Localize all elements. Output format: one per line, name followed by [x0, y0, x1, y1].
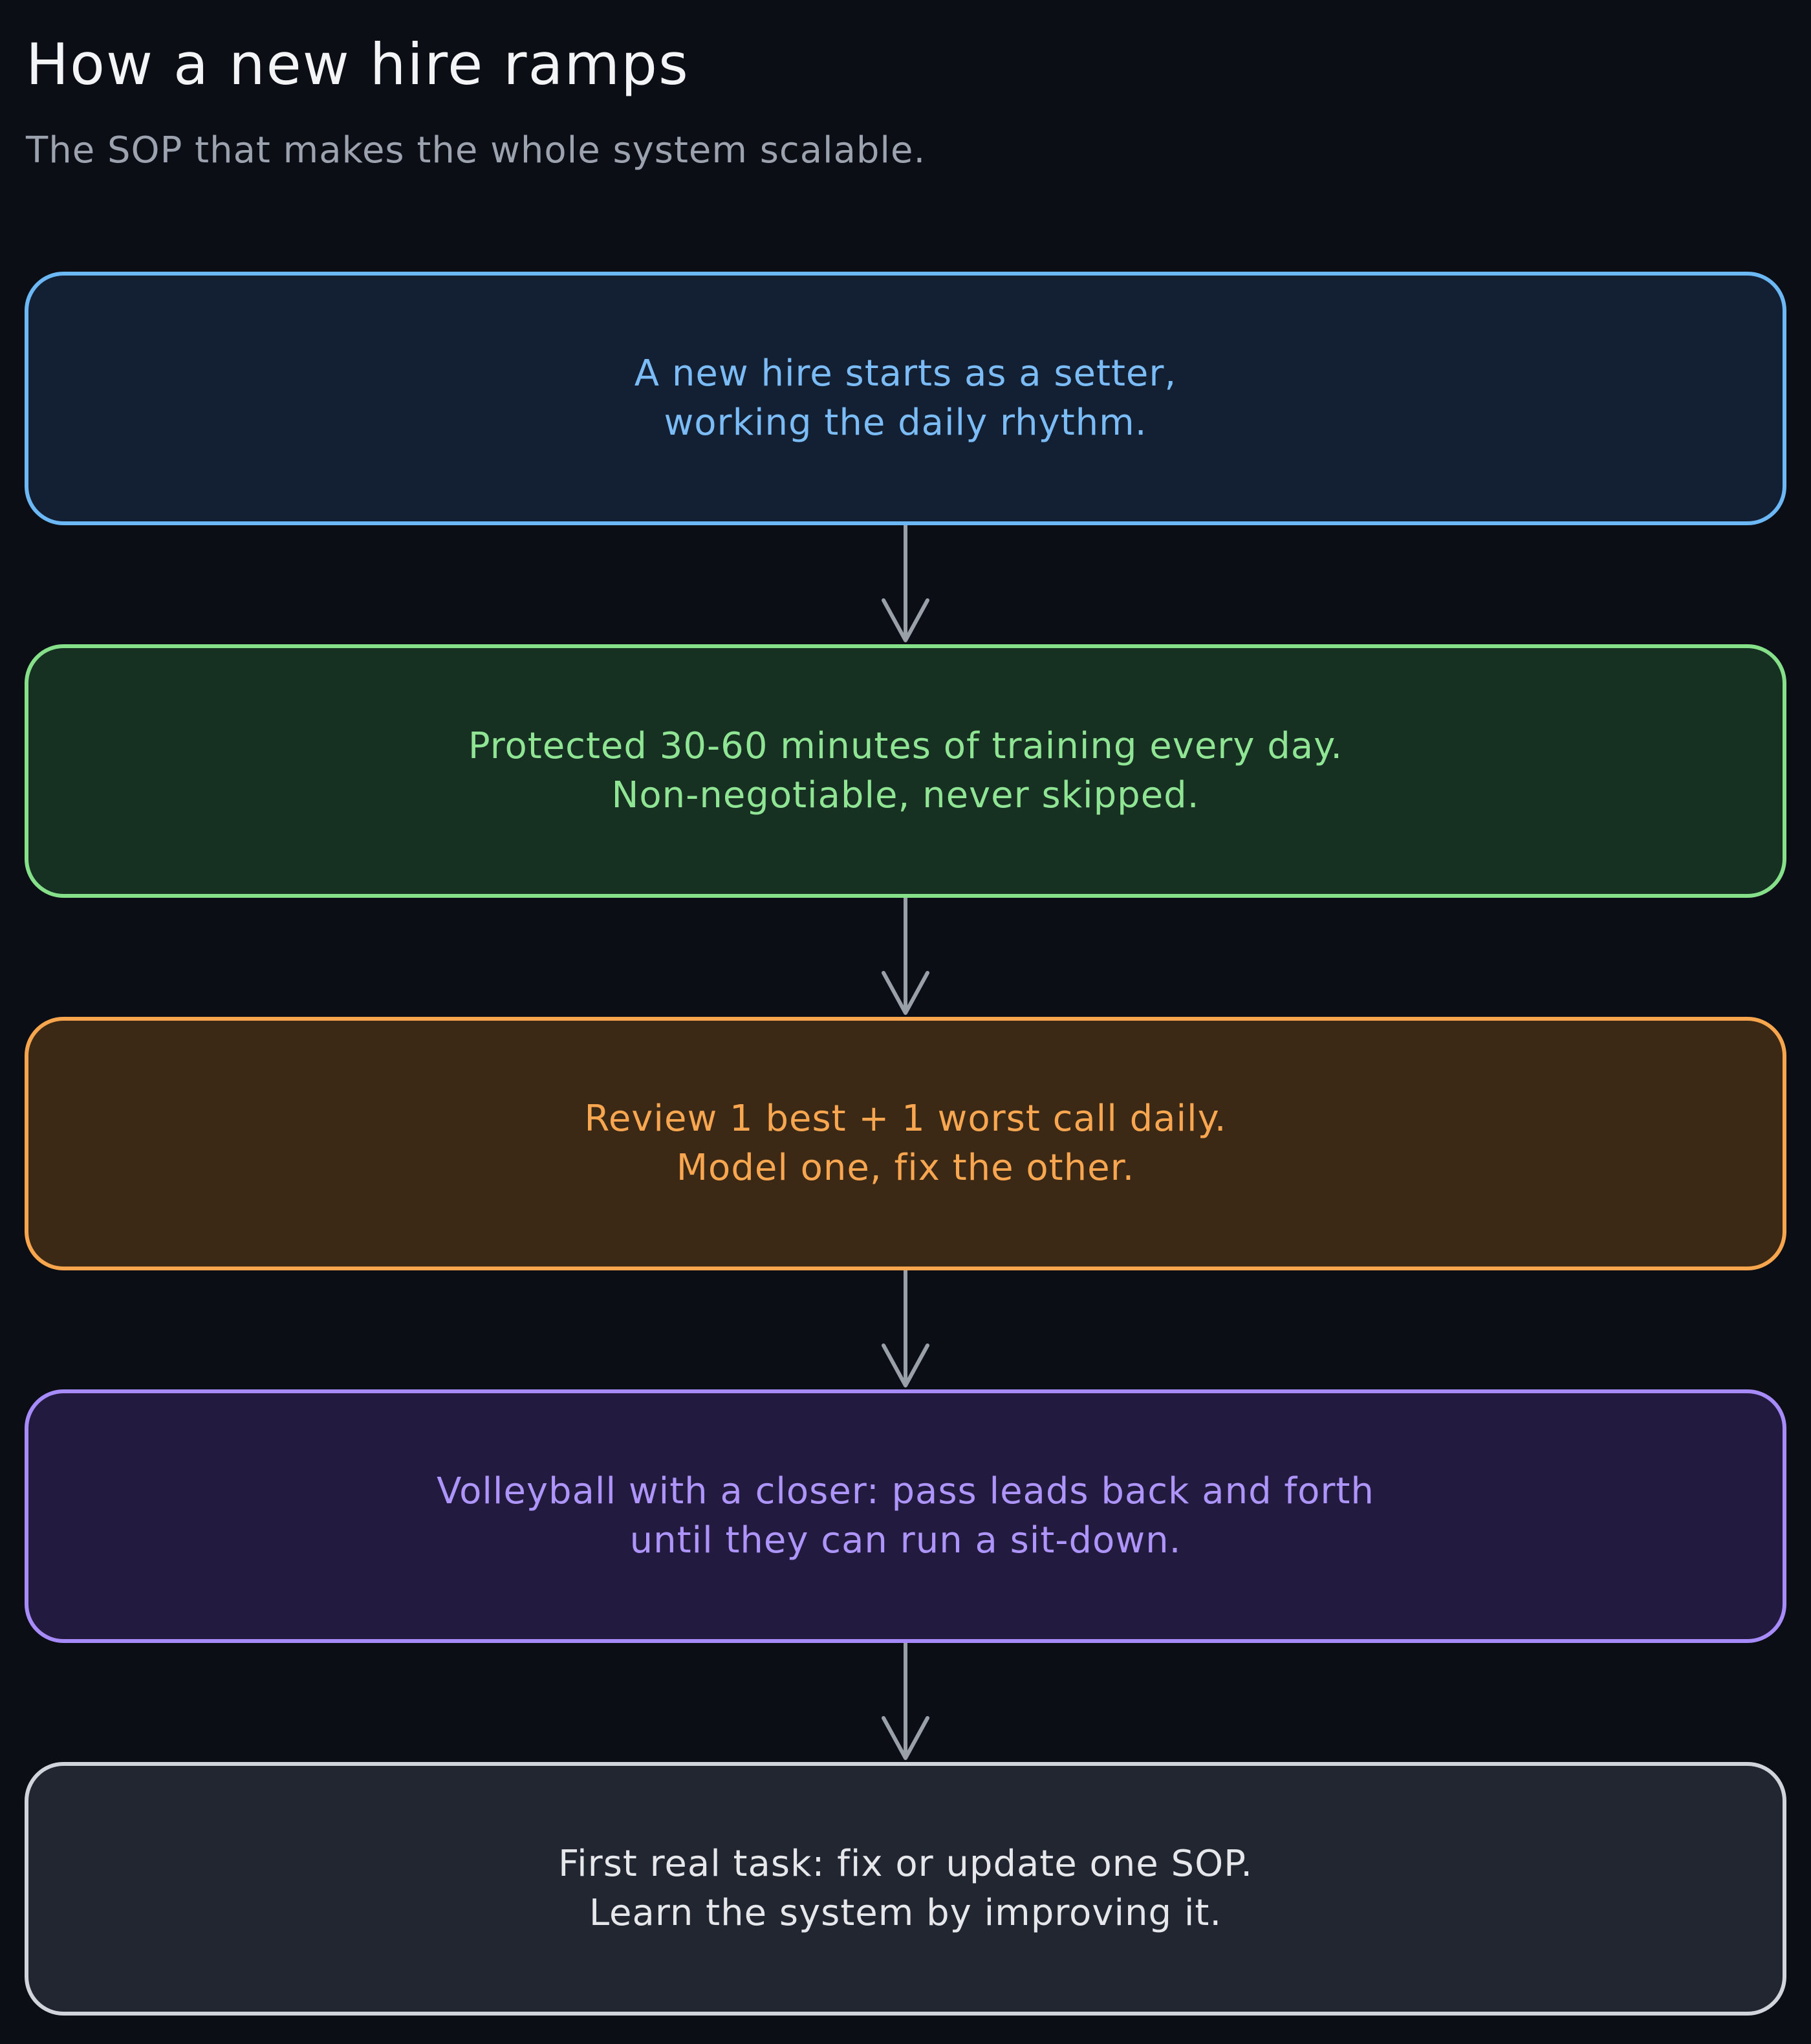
step-box-3: Review 1 best + 1 worst call daily. Mode… [25, 1017, 1786, 1270]
arrow-down-icon [882, 1270, 929, 1387]
step-box-1: A new hire starts as a setter, working t… [25, 272, 1786, 525]
arrow-down-icon [882, 1643, 929, 1760]
step-2-line-1: Protected 30-60 minutes of training ever… [468, 725, 1343, 767]
step-box-5: First real task: fix or update one SOP. … [25, 1762, 1786, 2016]
step-3-line-1: Review 1 best + 1 worst call daily. [584, 1098, 1227, 1140]
step-box-2: Protected 30-60 minutes of training ever… [25, 644, 1786, 898]
step-box-4: Volleyball with a closer: pass leads bac… [25, 1389, 1786, 1643]
step-1-line-2: working the daily rhythm. [664, 402, 1147, 444]
page-title: How a new hire ramps [26, 31, 689, 98]
step-1-line-1: A new hire starts as a setter, [634, 353, 1177, 395]
step-3-line-2: Model one, fix the other. [676, 1147, 1135, 1189]
page-subtitle: The SOP that makes the whole system scal… [26, 129, 926, 171]
step-4-line-2: until they can run a sit-down. [629, 1519, 1182, 1561]
step-5-line-2: Learn the system by improving it. [589, 1892, 1222, 1934]
step-5-line-1: First real task: fix or update one SOP. [558, 1843, 1253, 1885]
arrow-down-icon [882, 525, 929, 642]
arrow-down-icon [882, 898, 929, 1015]
step-2-line-2: Non-negotiable, never skipped. [611, 774, 1200, 816]
step-4-line-1: Volleyball with a closer: pass leads bac… [437, 1470, 1374, 1512]
